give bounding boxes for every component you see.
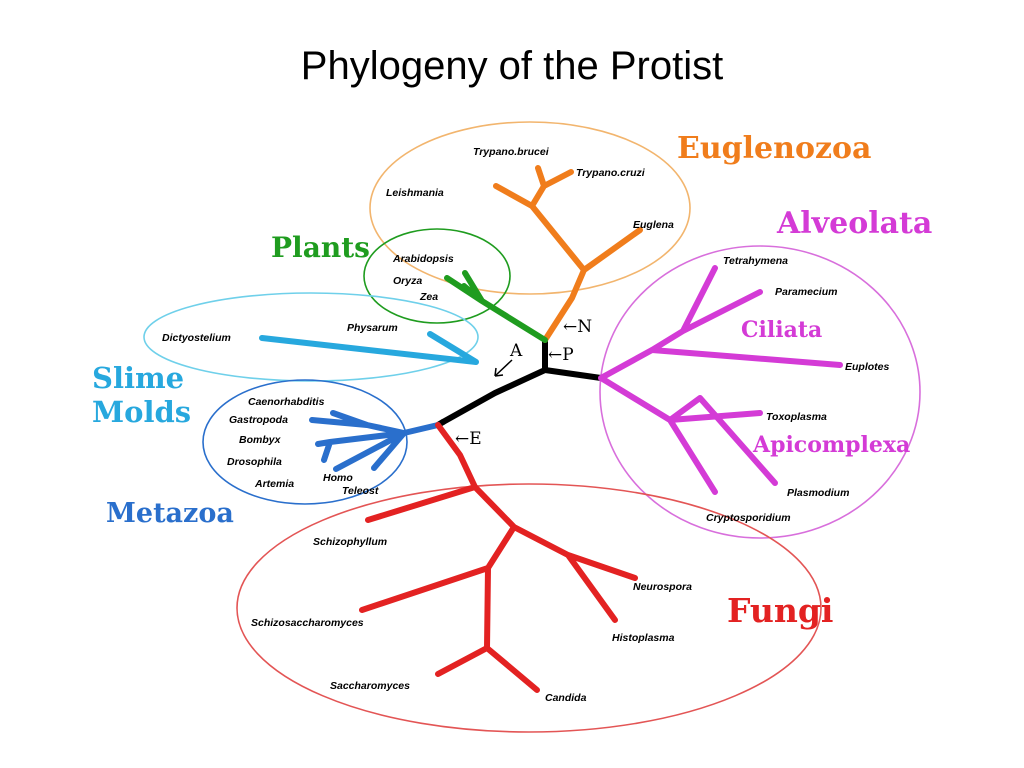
taxon-tetrahymena: Tetrahymena: [723, 255, 788, 267]
taxon-neurospora: Neurospora: [633, 581, 692, 593]
backbone-branch: [440, 367, 604, 425]
label-plants: Plants: [271, 231, 370, 264]
taxon-leishmania: Leishmania: [386, 187, 444, 199]
slide-title: Phylogeny of the Protist: [300, 44, 724, 88]
taxon-arabidopsis: Arabidopsis: [392, 253, 454, 265]
alveolata-ellipse: [599, 245, 921, 539]
label-slime-molds-line2: Molds: [92, 395, 191, 429]
taxon-toxoplasma: Toxoplasma: [766, 411, 827, 423]
fungi-branches: [359, 422, 638, 693]
marker-e: ←E: [455, 429, 482, 449]
taxon-caenorhabditis: Caenorhabditis: [248, 396, 325, 408]
euglenozoa-ellipse: [369, 121, 691, 295]
taxon-schizophyllum: Schizophyllum: [313, 536, 387, 548]
taxon-histoplasma: Histoplasma: [612, 632, 675, 644]
taxon-trypano-cruzi: Trypano.cruzi: [576, 167, 646, 179]
taxon-gastropoda: Gastropoda: [229, 414, 288, 426]
taxon-candida: Candida: [545, 692, 587, 704]
alveolata-branches: [598, 265, 843, 495]
taxon-euplotes: Euplotes: [845, 361, 889, 373]
taxon-saccharomyces: Saccharomyces: [330, 680, 410, 692]
slime-molds-branches: [259, 331, 479, 365]
taxon-schizosaccharomyces: Schizosaccharomyces: [251, 617, 364, 629]
marker-a: A: [509, 341, 523, 361]
fungi-ellipse: [236, 483, 822, 733]
taxon-zea: Zea: [419, 291, 438, 303]
label-fungi: Fungi: [727, 591, 833, 630]
label-alveolata: Alveolata: [776, 206, 932, 241]
label-apicomplexa: Apicomplexa: [752, 432, 910, 458]
marker-p: ←P: [548, 345, 574, 365]
plants-ellipse: [363, 228, 511, 324]
label-slime-molds-line1: Slime: [92, 361, 184, 395]
taxon-teleost: Teleost: [342, 485, 379, 497]
label-ciliata: Ciliata: [741, 317, 822, 343]
taxon-homo: Homo: [323, 472, 353, 484]
taxon-oryza: Oryza: [393, 275, 422, 287]
marker-n: ←N: [563, 317, 592, 337]
taxon-physarum: Physarum: [347, 322, 398, 334]
slime-molds-ellipse: [143, 292, 479, 382]
plants-branches: [444, 270, 548, 343]
label-euglenozoa: Euglenozoa: [677, 131, 871, 166]
metazoa-branches: [309, 410, 441, 472]
taxon-plasmodium: Plasmodium: [787, 487, 849, 499]
metazoa-ellipse: [202, 379, 408, 505]
taxon-dictyostelium: Dictyostelium: [162, 332, 231, 344]
taxon-euglena: Euglena: [633, 219, 674, 231]
taxon-bombyx: Bombyx: [239, 434, 282, 446]
label-metazoa: Metazoa: [106, 498, 234, 529]
taxon-paramecium: Paramecium: [775, 286, 837, 298]
taxon-drosophila: Drosophila: [227, 456, 282, 468]
taxon-artemia: Artemia: [254, 478, 294, 490]
euglenozoa-branches: [493, 165, 643, 343]
taxon-cryptosporidium: Cryptosporidium: [706, 512, 791, 524]
taxon-trypano-brucei: Trypano.brucei: [473, 146, 550, 158]
arrow-a: [494, 359, 513, 377]
